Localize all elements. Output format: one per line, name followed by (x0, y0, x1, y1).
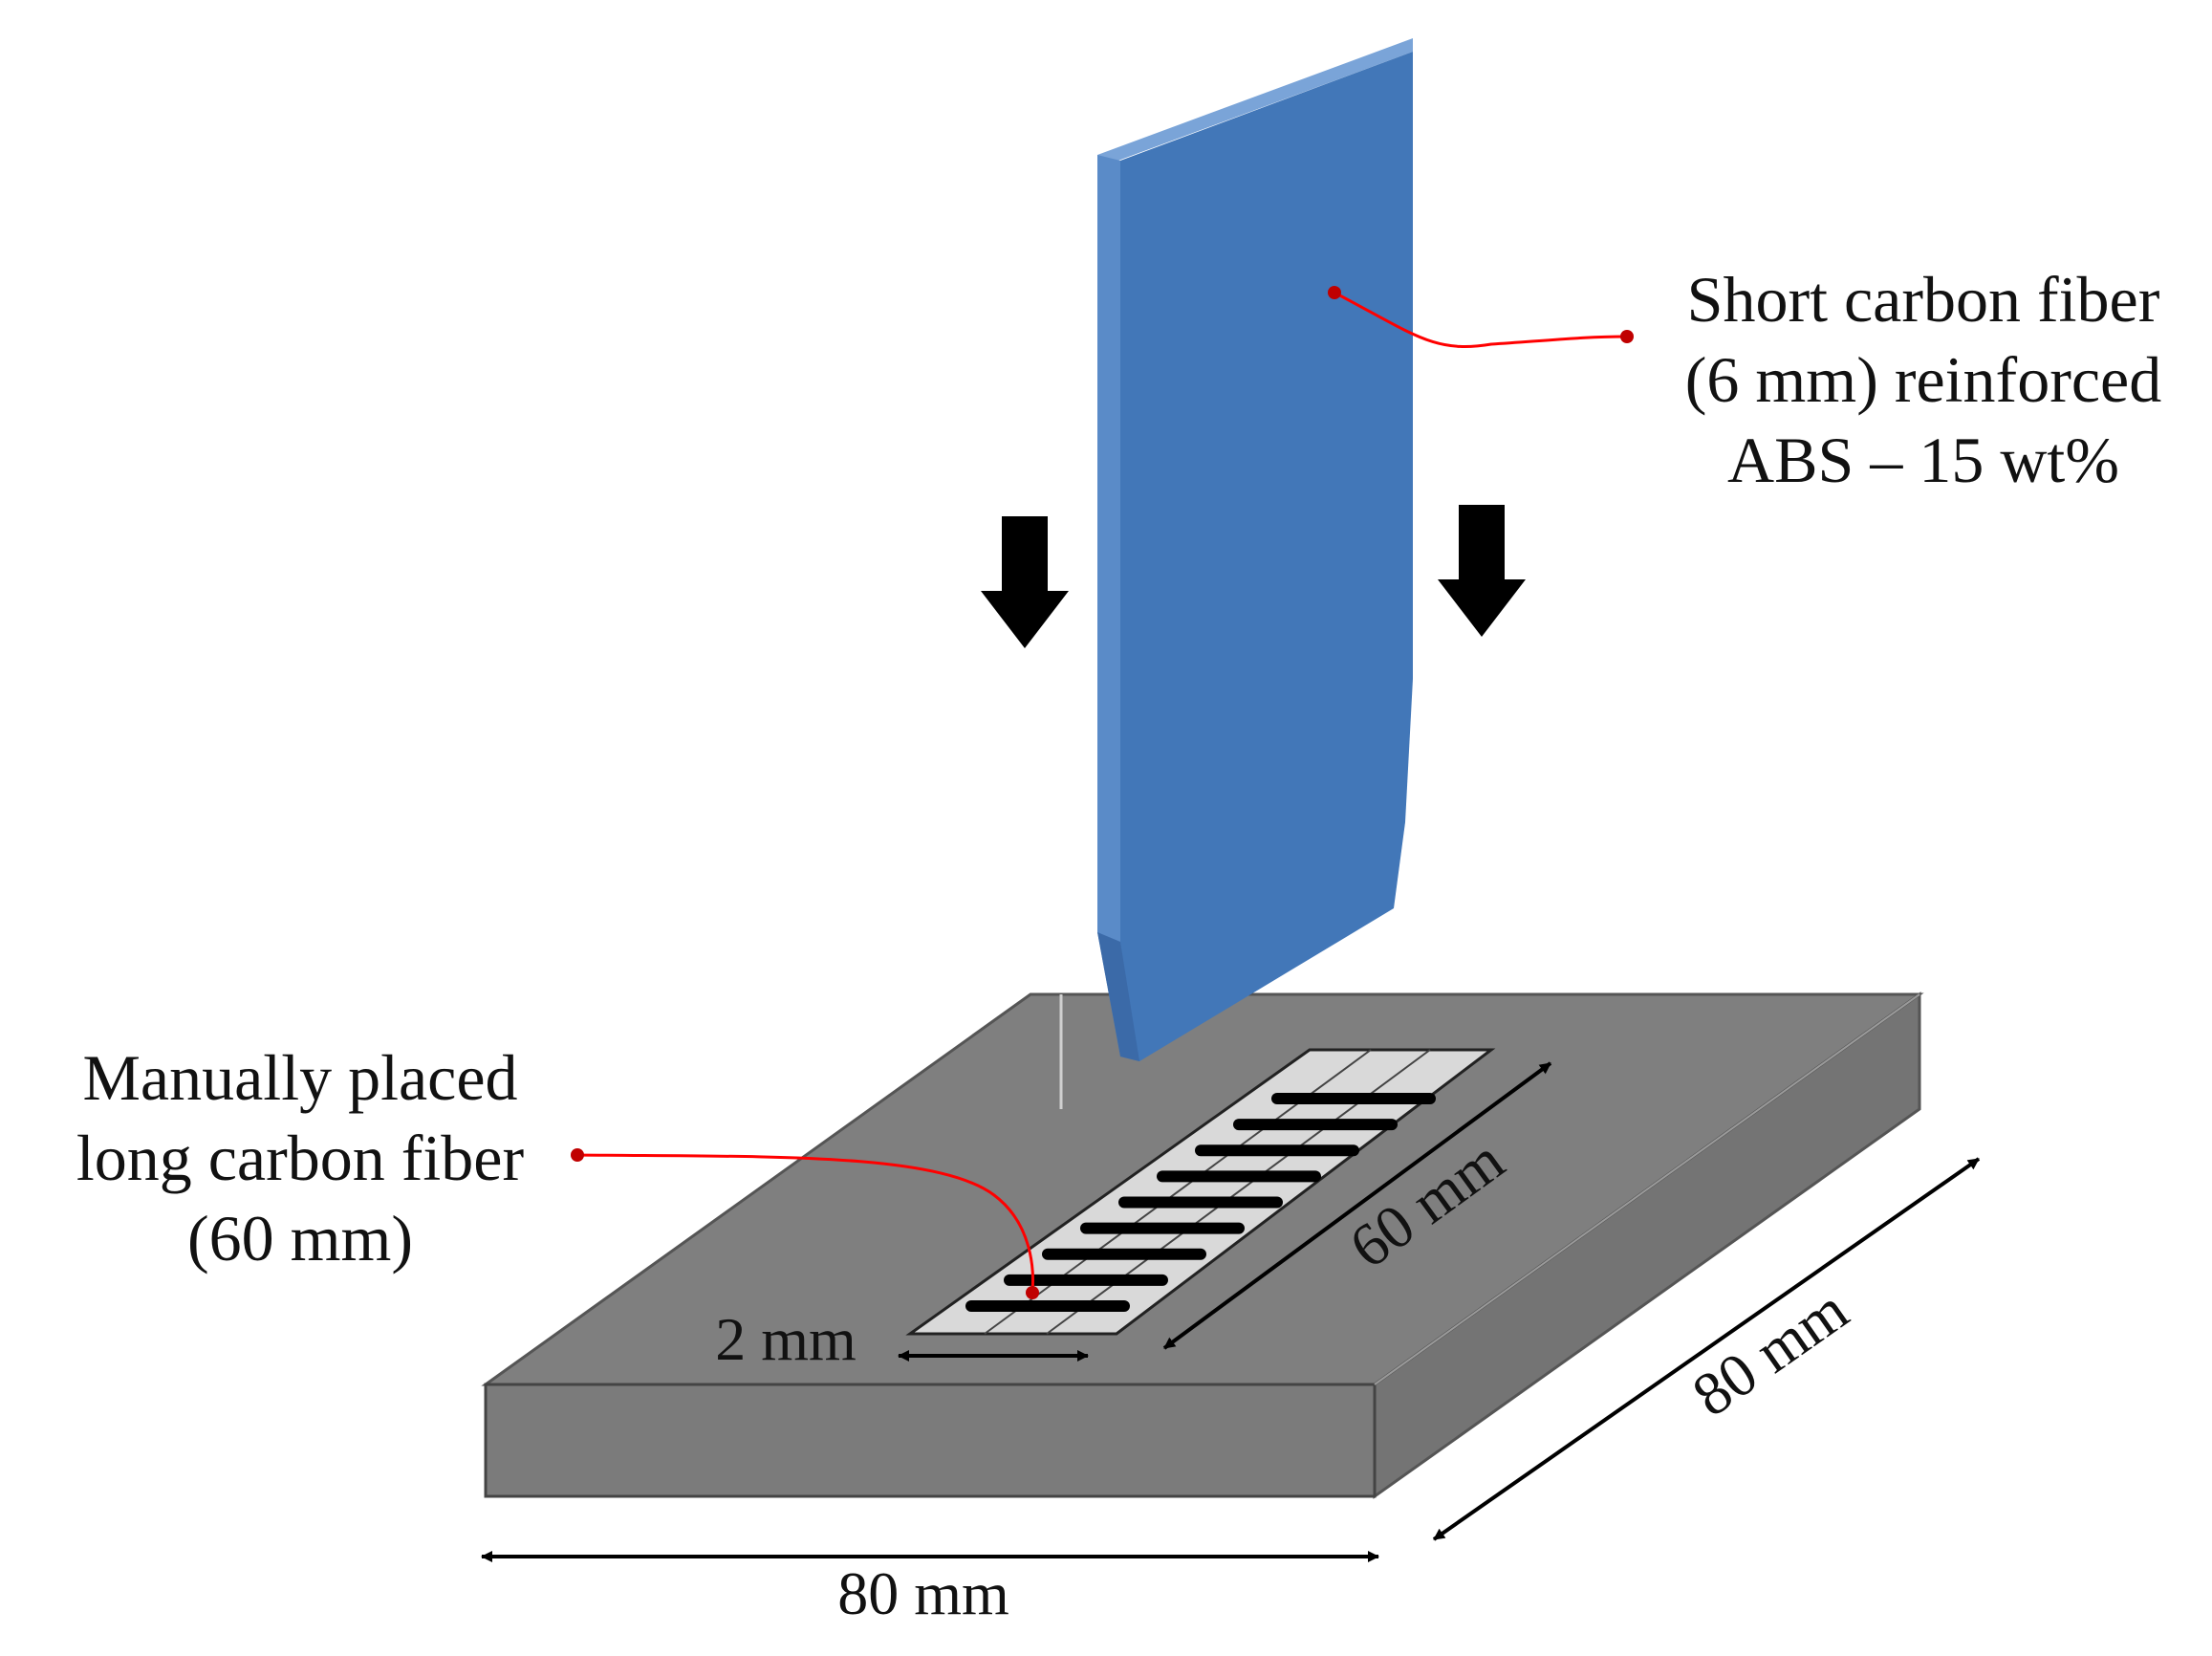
dimension-lines (481, 1061, 1981, 1562)
reinforced-part (1097, 38, 1413, 1061)
leader-dot-short-fiber-start (1328, 286, 1341, 299)
short-fiber-label-line3: ABS – 15 wt% (1727, 424, 2119, 496)
down-arrow-right-icon (1438, 505, 1526, 637)
leader-short-fiber (1334, 291, 1626, 348)
dim-line-block-depth (1432, 1157, 1981, 1541)
force-arrows (981, 505, 1526, 648)
down-arrow-left-icon (981, 516, 1069, 648)
leader-long-fiber (576, 1153, 1034, 1292)
part-front-face (1120, 52, 1413, 1061)
part-left-edge (1097, 155, 1120, 1057)
short-fiber-label-line1: Short carbon fiber (1687, 263, 2160, 336)
leader-dot-short-fiber-end (1620, 330, 1634, 343)
part-lower-shade (1097, 932, 1139, 1061)
leader-dot-long-fiber-end (1026, 1286, 1039, 1299)
leader-lines (571, 286, 1634, 1299)
dim-line-slot-length (1162, 1061, 1552, 1350)
dim-label-block-width: 80 mm (837, 1559, 1009, 1627)
long-fiber-label-line2: long carbon fiber (76, 1122, 525, 1194)
part-top-edge (1097, 38, 1413, 168)
long-fiber-label: Manually placed long carbon fiber (60 mm… (76, 1041, 525, 1275)
long-fiber-label-line1: Manually placed (82, 1041, 517, 1114)
dim-label-slot-width: 2 mm (715, 1305, 857, 1373)
short-fiber-label-line2: (6 mm) reinforced (1685, 343, 2161, 416)
short-fiber-label: Short carbon fiber (6 mm) reinforced ABS… (1685, 263, 2161, 496)
dim-label-block-depth: 80 mm (1681, 1275, 1860, 1429)
leader-dot-long-fiber-start (571, 1148, 584, 1162)
long-fiber-label-line3: (60 mm) (187, 1202, 413, 1275)
block-front-face (484, 1383, 1377, 1498)
